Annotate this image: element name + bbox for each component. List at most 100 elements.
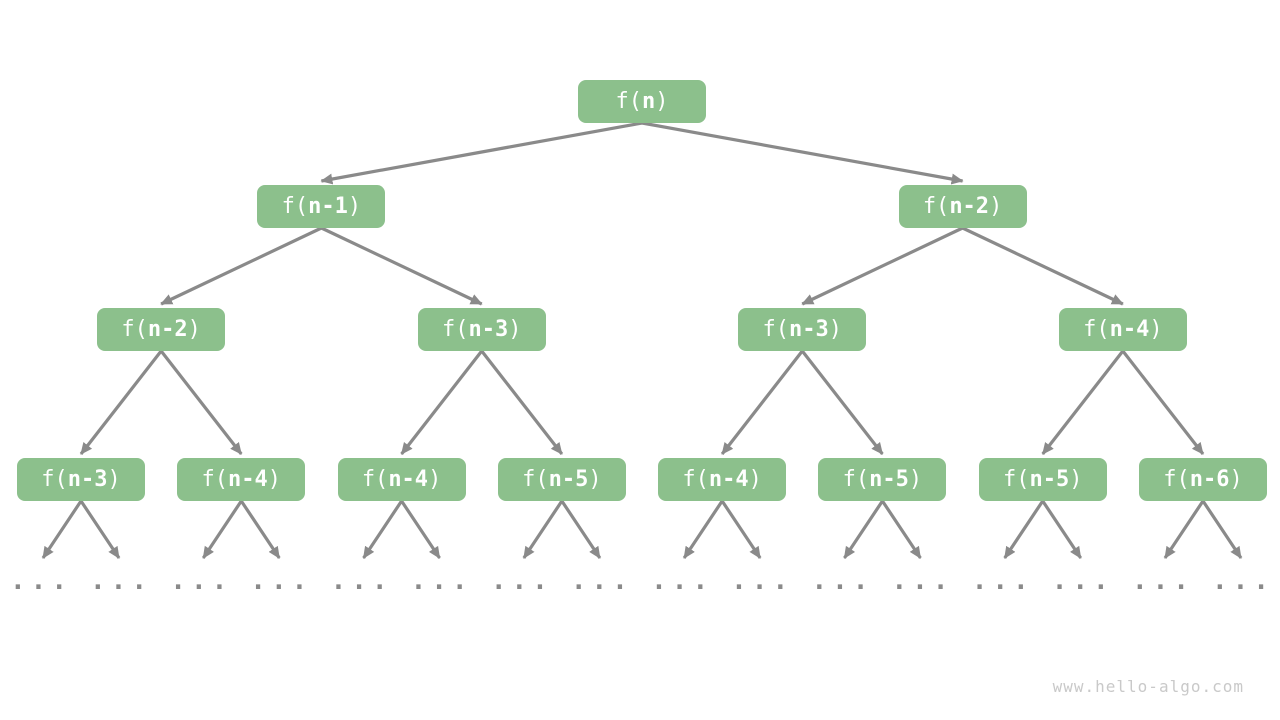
node-label-prefix: f( [522,466,549,492]
edge-arrow [239,500,281,559]
ellipsis-leaf: ... [10,566,72,596]
edge-arrow [1041,500,1083,559]
watermark: www.hello-algo.com [1052,677,1244,696]
node-label-prefix: f( [1083,316,1110,342]
node-label-argument: n-1 [308,193,348,219]
node-label-suffix: ) [1149,316,1163,342]
node-label-suffix: ) [187,316,201,342]
node-label-prefix: f( [1002,466,1030,492]
node-label-suffix: ) [588,466,602,492]
node-label-argument: n-4 [1109,316,1150,342]
node-label-argument: n-5 [869,466,909,492]
edge-arrow [201,500,243,559]
node-label-prefix: f( [762,316,790,342]
edge-arrow [400,500,441,559]
node-label-argument: n-5 [1029,466,1070,492]
node-label-argument: n-4 [228,466,268,492]
tree-node: f(n-3) [417,308,546,351]
ellipsis-leaf: ... [891,566,954,596]
node-label-prefix: f( [842,466,870,492]
tree-node: f(n-2) [97,308,226,351]
node-label-suffix: ) [989,193,1003,219]
edge-arrow [79,350,163,455]
tree-node: f(n-5) [497,458,626,501]
edge-arrow [682,500,724,559]
node-label-argument: n-5 [548,466,589,492]
ellipsis-leaf: ... [971,566,1034,596]
node-label-suffix: ) [828,316,843,342]
edge-arrow [159,350,243,455]
ellipsis-leaf: ... [330,566,393,596]
ellipsis-leaf: ... [490,566,553,596]
node-label-suffix: ) [748,466,762,492]
edge-arrow [522,500,564,559]
tree-node: f(n-1) [257,185,386,228]
node-label-suffix: ) [347,193,362,219]
edge-arrow [720,350,804,455]
node-label-prefix: f( [281,193,309,219]
tree-node: f(n-4) [177,458,306,501]
edge-arrow [843,500,884,559]
node-label-argument: n-2 [147,316,188,342]
node-label-suffix: ) [1069,466,1083,492]
edge-arrow [801,226,964,306]
edge-arrow [362,500,403,559]
ellipsis-leaf: ... [1212,566,1274,596]
node-label-argument: n-3 [468,316,509,342]
edge-arrow [160,226,323,306]
node-label-prefix: f( [121,316,148,342]
node-label-suffix: ) [508,316,522,342]
ellipsis-leaf: ... [731,566,794,596]
node-label-prefix: f( [922,193,950,219]
ellipsis-leaf: ... [250,566,313,596]
edge-arrow [480,350,564,455]
edge-arrow [320,121,643,185]
edge-arrow [1201,500,1243,559]
ellipsis-leaf: ... [651,566,714,596]
node-label-suffix: ) [1229,466,1243,492]
edge-arrow [961,226,1124,306]
node-label-argument: n-2 [949,193,990,219]
node-label-suffix: ) [428,466,442,492]
edge-arrow [320,226,483,306]
edge-arrow [1121,350,1205,455]
node-label-prefix: f( [41,466,68,492]
tree-node: f(n-5) [978,458,1107,501]
tree-node: f(n-4) [1058,308,1187,351]
edge-arrow [1003,500,1045,559]
node-label-prefix: f( [1163,466,1190,492]
ellipsis-leaf: ... [1132,566,1194,596]
node-label-prefix: f( [682,466,709,492]
node-label-prefix: f( [361,466,389,492]
tree-node: f(n-4) [658,458,787,501]
node-label-prefix: f( [201,466,229,492]
ellipsis-leaf: ... [1051,566,1114,596]
node-label-suffix: ) [655,88,669,114]
ellipsis-leaf: ... [90,566,152,596]
ellipsis-leaf: ... [570,566,633,596]
tree-node: f(n-4) [337,458,466,501]
edge-arrow [400,350,483,455]
ellipsis-leaf: ... [410,566,473,596]
node-label-argument: n-4 [388,466,429,492]
tree-node: f(n-3) [738,308,867,351]
node-label-suffix: ) [908,466,923,492]
tree-node: f(n-3) [17,458,145,501]
edge-arrow [1041,350,1125,455]
edge-arrow [41,500,83,559]
node-label-argument: n-3 [67,466,108,492]
tree-node: f(n-2) [898,185,1027,228]
tree-node: f(n) [577,80,706,123]
edge-arrow [720,500,762,559]
node-label-prefix: f( [615,88,642,114]
edge-arrow [1163,500,1205,559]
edge-arrow [881,500,922,559]
node-label-argument: n [641,88,656,114]
edge-arrow [801,350,884,455]
node-label-argument: n-6 [1189,466,1230,492]
node-label-prefix: f( [441,316,469,342]
node-label-suffix: ) [107,466,121,492]
ellipsis-leaf: ... [811,566,874,596]
